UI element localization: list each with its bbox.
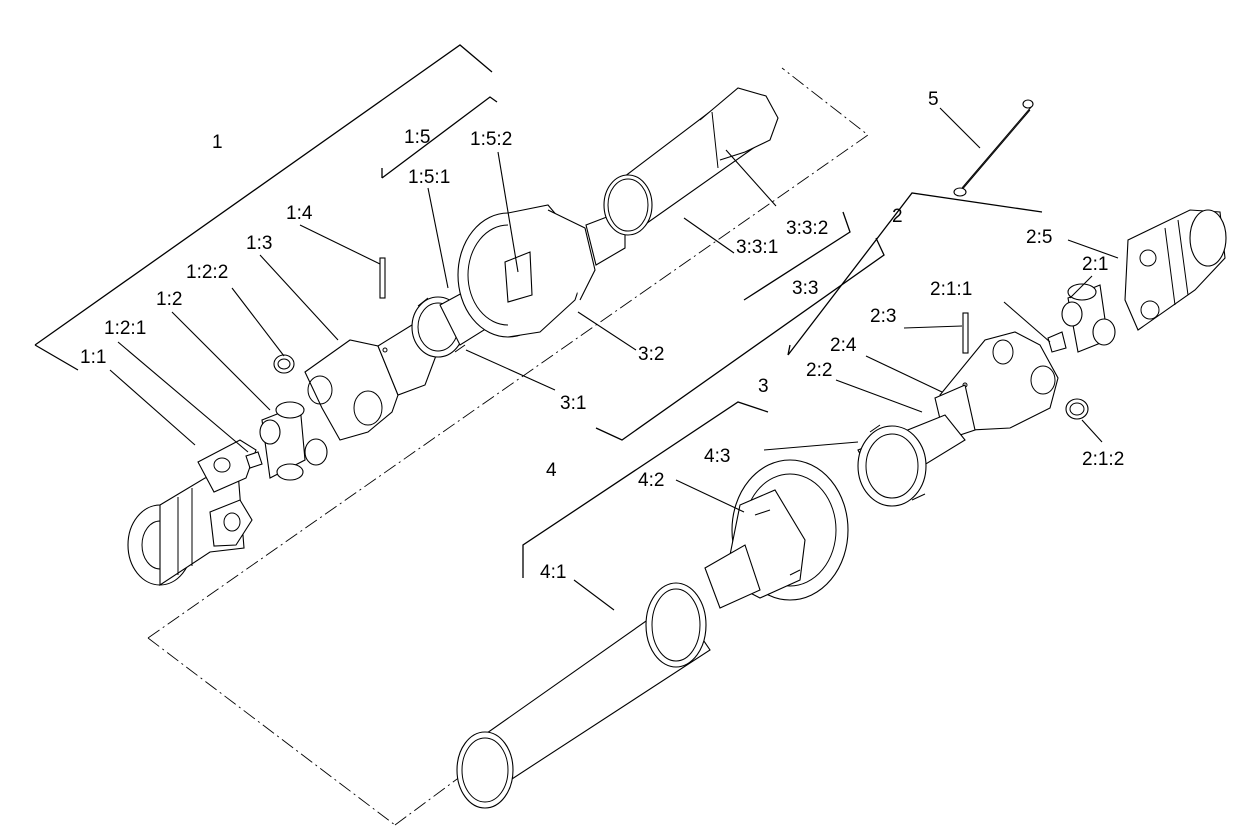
bracket-3-3 (743, 211, 851, 301)
label-1-3: 1:3 (246, 233, 272, 254)
phantom-outline-lower (394, 744, 504, 826)
part-3-2-guard-cone (457, 204, 626, 338)
label-2-1: 2:1 (1082, 254, 1108, 275)
label-3-1: 3:1 (560, 393, 586, 414)
label-1-2-1: 1:2:1 (104, 318, 146, 339)
label-5: 5 (928, 89, 939, 110)
label-1-4: 1:4 (286, 203, 313, 224)
label-4-3: 4:3 (704, 446, 730, 467)
label-1-5-1: 1:5:1 (408, 167, 450, 188)
part-1-1-yoke (127, 439, 257, 587)
label-4: 4 (546, 460, 557, 481)
bracket-4 (522, 401, 769, 578)
label-3: 3 (758, 376, 769, 397)
label-2-1-1: 2:1:1 (930, 279, 972, 300)
part-2-1-2-circlip (1065, 398, 1089, 420)
label-2-5: 2:5 (1026, 227, 1052, 248)
part-4-1-guard-tube (456, 582, 711, 809)
label-2-3: 2:3 (870, 306, 896, 327)
label-4-2: 4:2 (638, 470, 664, 491)
bracket-3 (595, 237, 885, 441)
bracket-2 (787, 192, 1043, 356)
label-1-1: 1:1 (80, 347, 106, 368)
label-1-2-2: 1:2:2 (186, 262, 228, 283)
label-2-2: 2:2 (806, 360, 832, 381)
label-3-2: 3:2 (638, 344, 664, 365)
label-2: 2 (892, 206, 903, 227)
label-1-5: 1:5 (404, 127, 430, 148)
part-1-2-2-circlip (273, 354, 295, 374)
phantom-outline-upper (147, 67, 869, 826)
part-1-2-1-grease-nipple (245, 451, 263, 469)
label-1-5-2: 1:5:2 (470, 129, 512, 150)
part-2-1-1-grease-nipple (1047, 331, 1067, 353)
label-3-3-1: 3:3:1 (736, 237, 778, 258)
part-2-1-cross-journal (1061, 283, 1116, 353)
label-4-1: 4:1 (540, 562, 566, 583)
part-2-3-roll-pin (962, 312, 969, 354)
part-5-safety-chain (953, 99, 1034, 197)
part-2-5-yoke (1124, 209, 1227, 331)
label-2-1-2: 2:1:2 (1082, 449, 1124, 470)
label-3-3-2: 3:3:2 (786, 218, 828, 239)
label-3-3: 3:3 (792, 278, 818, 299)
label-1: 1 (212, 132, 223, 153)
part-4-2-guard-cone (704, 459, 849, 609)
part-1-2-cross-journal (259, 401, 328, 481)
part-3-3-2-guard-tube-outer (699, 87, 779, 169)
label-2-4: 2:4 (830, 335, 857, 356)
bracket-1-5 (381, 96, 498, 179)
callout-labels: 1 1:1 1:2 1:2:1 1:2:2 1:3 1:4 1:5 1:5:1 … (80, 89, 1124, 583)
part-4-3-bearing-ring (857, 414, 966, 507)
label-1-2: 1:2 (156, 289, 182, 310)
leader-lines (109, 107, 1119, 611)
part-1-4-roll-pin (379, 257, 386, 299)
bracket-1 (34, 44, 493, 371)
